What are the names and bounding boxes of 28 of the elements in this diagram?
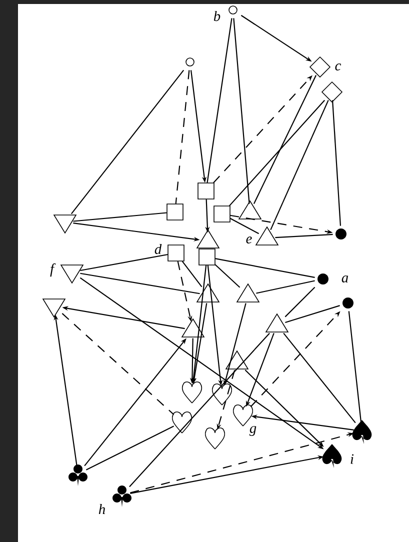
- box-symbol: [166, 204, 184, 220]
- node-letter: e: [244, 236, 254, 244]
- circle-symbol: [228, 6, 238, 14]
- club-symbol: [68, 464, 88, 486]
- heart-symbol: [204, 428, 226, 450]
- dot-symbol: [336, 228, 346, 240]
- box-symbol: [198, 182, 214, 200]
- heart-symbol: [182, 382, 202, 404]
- spade-symbol: [352, 420, 372, 444]
- node-letter: d: [153, 242, 163, 256]
- box-symbol: [168, 244, 184, 262]
- club-symbol: [112, 486, 132, 507]
- node-letter: c: [334, 62, 342, 72]
- node-letter: g: [248, 425, 258, 437]
- box-symbol: [214, 206, 230, 222]
- dot-symbol: [342, 298, 354, 308]
- node-letter: b: [212, 10, 222, 22]
- heart-symbol: [212, 384, 232, 406]
- node-letter: i: [349, 453, 355, 465]
- node-letter: f: [49, 262, 56, 278]
- node-letter: h: [97, 503, 107, 515]
- heart-symbol: [232, 404, 254, 426]
- node-letter: a: [340, 274, 350, 284]
- spade-symbol: [322, 444, 342, 468]
- circle-symbol: [186, 58, 194, 66]
- heart-symbol: [172, 412, 192, 434]
- dot-symbol: [318, 274, 328, 284]
- box-symbol: [198, 248, 216, 266]
